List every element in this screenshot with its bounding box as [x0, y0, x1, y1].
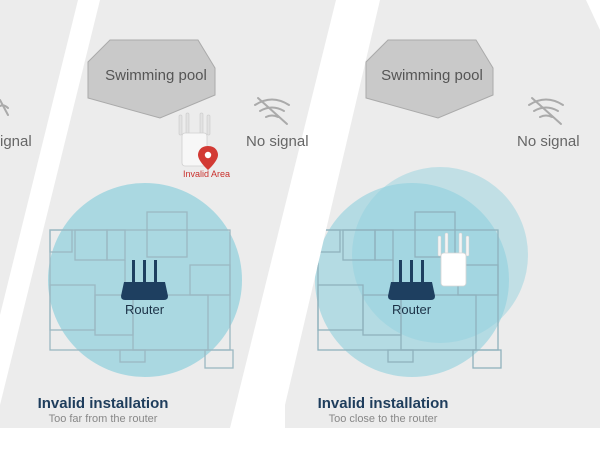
panel-title: Invalid installation [317, 395, 449, 412]
no-signal-label: No signal [517, 133, 580, 150]
no-signal-label: No signal [246, 133, 309, 150]
pool-shape-left [87, 39, 216, 119]
pool-label: Swimming pool [381, 67, 483, 84]
floor-plan [317, 211, 502, 369]
wifi-off-icon [528, 97, 564, 125]
no-signal-label-partial: ignal [0, 133, 32, 150]
invalid-area-label: Invalid Area [183, 169, 231, 179]
panel-divider-strip [586, 0, 600, 30]
wifi-off-icon [254, 97, 290, 125]
panel-subtitle: Too far from the router [48, 413, 158, 425]
location-pin-icon [198, 146, 218, 170]
wifi-off-icon [0, 99, 9, 116]
router-label: Router [125, 302, 165, 317]
panel-edge-left [0, 0, 78, 315]
router-label: Router [392, 302, 432, 317]
pool-label: Swimming pool [105, 67, 207, 84]
router-icon [121, 260, 168, 300]
extender-icon [437, 232, 470, 287]
pool-shape-right [365, 39, 494, 119]
floor-plan [49, 211, 234, 369]
panel-title: Invalid installation [37, 395, 169, 412]
router-icon [388, 260, 435, 300]
panel-subtitle: Too close to the router [328, 413, 438, 425]
